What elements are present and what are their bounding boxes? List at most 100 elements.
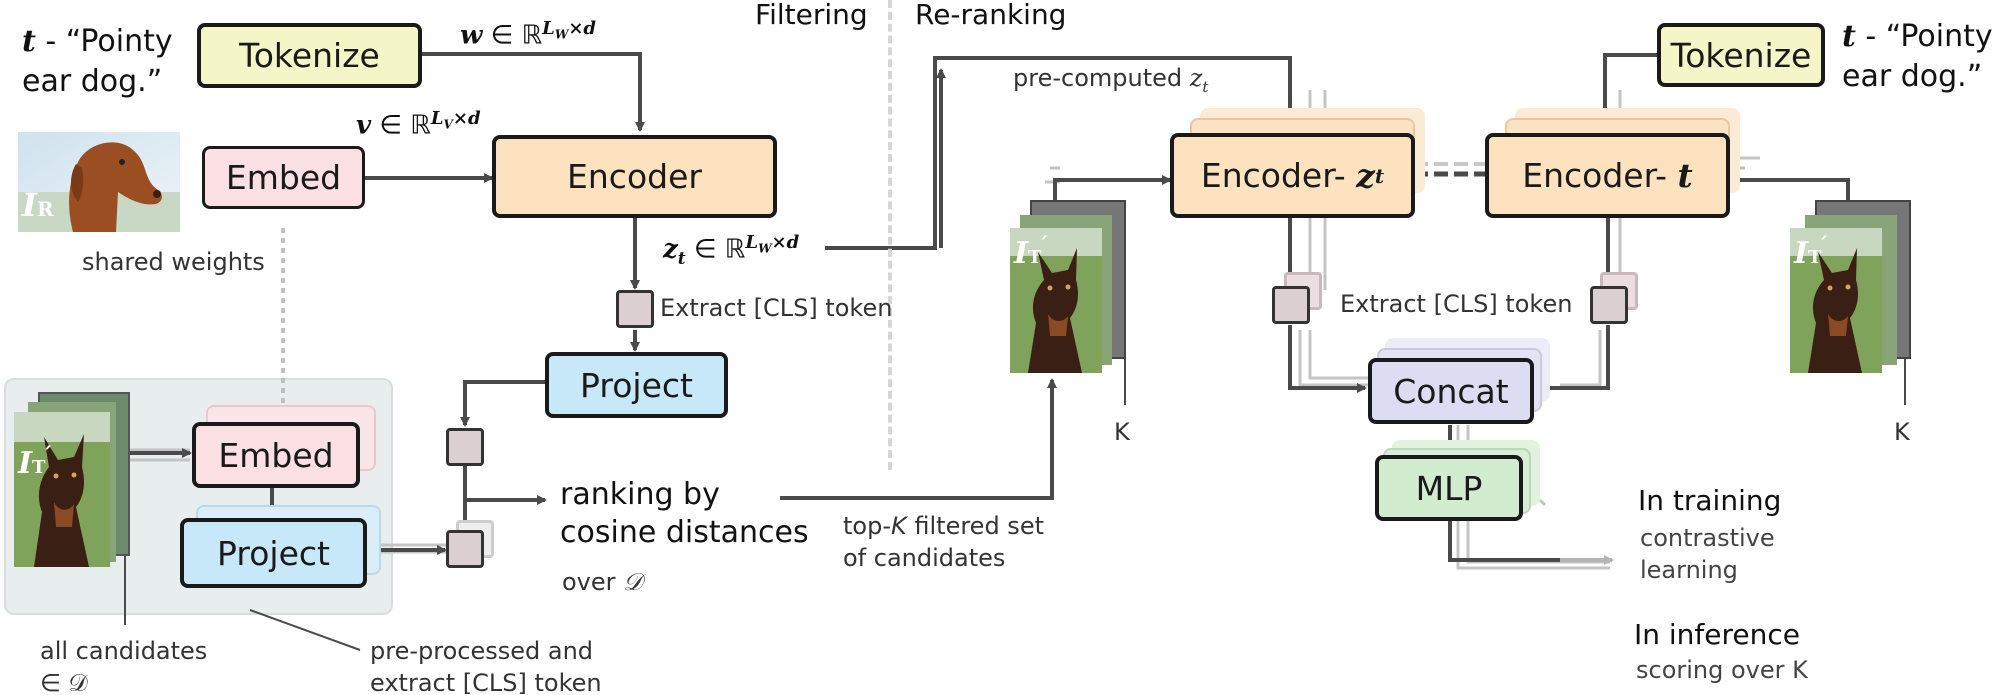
encoder-t-sym: t [1677,156,1693,195]
over-set: 𝒟 [623,568,643,596]
v-var: v [356,110,372,141]
cls-square-zt [1272,286,1310,324]
ranking-line1: ranking by [560,477,720,512]
precomputed-label: pre-computed zt [1013,64,1208,96]
w-dim-label: w ∈ ℝLW×d [460,18,596,51]
shared-weights-label: shared weights [82,248,265,276]
cls-square-t [1590,286,1628,324]
all-candidates-line1: all candidates [40,637,208,665]
topk-pre: top- [843,512,891,540]
w-exp: L [542,18,555,39]
rerank-image-right: IT′ [1790,228,1882,373]
rerank-image-center: IT′ [1010,228,1102,373]
v-exp-sub: V [443,117,453,132]
preprocessed-line1: pre-processed and [370,637,594,665]
embed-box-candidates: Embed [192,422,360,488]
target-var-left: I [18,446,33,481]
encoder-zt-sym: z [1356,156,1375,195]
preprocessed-label: pre-processed and extract [CLS] token [370,635,602,695]
target-var-right: I [1794,236,1809,271]
k-label-right: K [1894,418,1910,446]
precomputed-text: pre-computed [1013,64,1183,92]
doberman-icon-right [1790,228,1882,373]
query-embedding-square [446,428,484,466]
ranking-label: ranking by cosine distances [560,476,809,552]
query-text-right: t - “Pointy ear dog.” [1842,17,1993,97]
mlp-box: MLP [1375,455,1523,521]
zt-set: ∈ ℝ [693,234,746,265]
section-divider [888,0,892,470]
v-dim-label: v ∈ ℝLV×d [356,108,481,141]
zt-exp-tail: ×d [771,232,800,253]
k-label-left: K [1114,418,1130,446]
embed-box-top: Embed [202,146,365,209]
contrastive-line1: contrastive [1640,524,1775,552]
tokenize-box-left: Tokenize [197,23,422,88]
in-training-label: In training [1638,484,1782,517]
target-prime-center: ′ [1041,232,1048,258]
reference-label-sub: R [36,197,54,221]
candidate-image-left: IT′ [14,412,110,567]
over-word: over [562,568,616,596]
zt-exp: L [745,232,759,253]
target-prime-right: ′ [1821,232,1828,258]
all-candidates-label: all candidates ∈ 𝒟 [40,635,207,695]
target-sub-left: T [32,457,46,478]
ranking-line2: cosine distances [560,515,809,550]
topk-line2: of candidates [843,544,1006,572]
query-line1-right: - “Pointy [1865,19,1993,54]
query-line2-right: ear dog.” [1842,59,1983,94]
encoder-t-box: Encoder- t [1485,133,1730,218]
concat-box: Concat [1368,358,1534,424]
w-exp-sub: W [554,27,569,42]
cls-token-square [616,290,654,328]
precomputed-var: z [1189,64,1203,92]
in-inference-label: In inference [1634,618,1801,651]
all-candidates-line2: ∈ 𝒟 [40,669,88,695]
extract-cls-label-right: Extract [CLS] token [1340,290,1573,318]
target-sub-center: T [1028,247,1042,268]
precomputed-sub: t [1202,77,1209,96]
topk-label: top-K filtered set of candidates [843,510,1044,574]
extract-cls-label-left: Extract [CLS] token [660,294,893,322]
v-set: ∈ ℝ [379,110,431,141]
zt-sub: t [677,248,686,269]
reference-image-label: IR [22,186,54,224]
target-var-center: I [1014,236,1029,271]
target-image-label-right: IT′ [1794,232,1827,271]
doberman-icon-center [1010,228,1102,373]
v-exp: L [430,108,444,129]
query-text-left: t - “Pointy ear dog.” [22,22,173,102]
contrastive-line2: learning [1640,556,1738,584]
scoring-label: scoring over K [1636,656,1808,684]
v-exp-tail: ×d [452,108,481,129]
doberman-icon [14,412,110,567]
zt-exp-sub: W [758,241,772,256]
encoder-box: Encoder [492,135,777,218]
tokenize-box-right: Tokenize [1657,23,1825,87]
target-image-label-left: IT′ [18,442,51,481]
contrastive-label: contrastive learning [1640,522,1775,586]
topk-post: filtered set [906,512,1044,540]
candidate-embedding-square [446,530,484,568]
filtering-heading: Filtering [755,0,868,31]
topk-k: K [891,512,907,540]
encoder-t-text: Encoder- [1522,156,1667,195]
reference-image: IR [18,132,180,232]
encoder-zt-sub: t [1374,163,1385,188]
encoder-zt-text: Encoder- [1200,156,1346,195]
reference-dog-icon [18,132,180,232]
w-var: w [460,20,483,51]
query-var-right: t [1842,19,1856,54]
reference-label-var: I [22,186,37,224]
target-image-label-center: IT′ [1014,232,1047,271]
zt-var: z [663,234,678,265]
project-box: Project [545,352,728,418]
target-prime-left: ′ [45,442,52,468]
preprocessed-line2: extract [CLS] token [370,669,602,695]
over-dataset-label: over 𝒟 [562,568,642,596]
query-line1-left: - “Pointy [45,24,173,59]
w-set: ∈ ℝ [490,20,543,51]
